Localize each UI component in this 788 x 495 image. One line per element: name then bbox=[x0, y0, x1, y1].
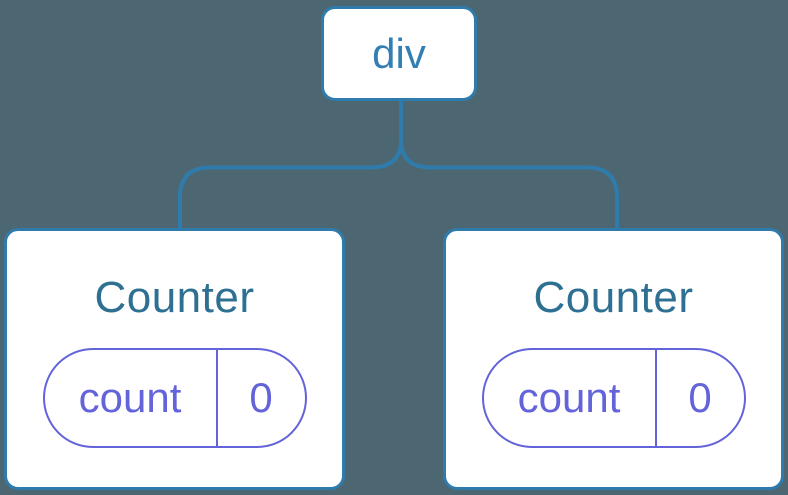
connector-right-branch bbox=[399, 101, 619, 228]
state-value-label: 0 bbox=[688, 374, 712, 421]
state-name-label: count bbox=[45, 350, 218, 446]
state-pill: count 0 bbox=[481, 348, 746, 448]
state-value-label: 0 bbox=[249, 374, 273, 421]
tree-node-div: div bbox=[321, 6, 477, 101]
component-name-label: Counter bbox=[94, 273, 255, 322]
state-pill: count 0 bbox=[42, 348, 307, 448]
component-name-label: Counter bbox=[533, 273, 694, 322]
state-name-label: count bbox=[484, 350, 657, 446]
root-node-label: div bbox=[372, 29, 426, 77]
tree-node-counter-left: Counter count 0 bbox=[4, 228, 345, 490]
tree-node-counter-right: Counter count 0 bbox=[443, 228, 784, 490]
connector-left-branch bbox=[178, 101, 403, 228]
